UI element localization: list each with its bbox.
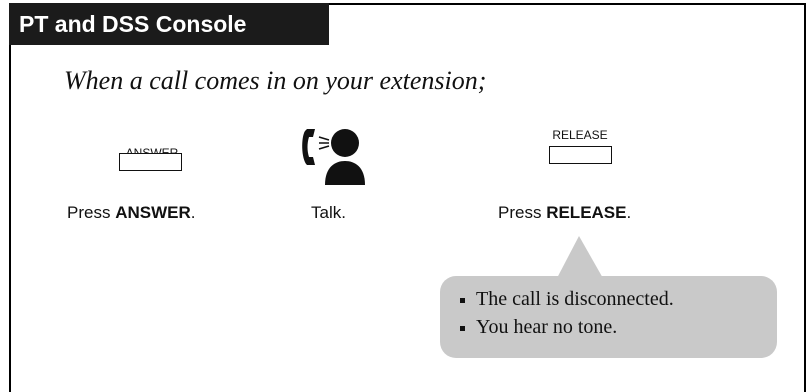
panel-frame [9,3,806,392]
note-list: The call is disconnected. You hear no to… [454,285,674,341]
step-answer-caption: Press ANSWER. [67,203,196,222]
intro-text: When a call comes in on your extension; [64,66,487,95]
release-key-label: RELEASE [552,128,608,142]
bullet-icon [460,298,465,303]
step-talk-caption: Talk. [311,203,346,222]
note-item: The call is disconnected. [454,285,674,313]
talking-on-handset-icon [302,129,365,185]
section-header: PT and DSS Console [9,3,329,45]
callout-box [440,276,777,358]
bullet-icon [460,326,465,331]
step-release-caption: Press RELEASE. [498,203,632,222]
release-key [549,146,612,164]
answer-key [119,153,182,171]
note-item: You hear no tone. [454,313,674,341]
